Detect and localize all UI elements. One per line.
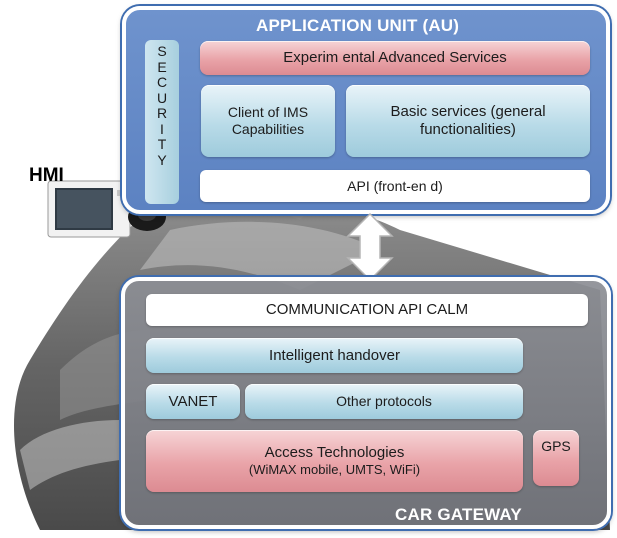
basic-services-line: functionalities) <box>420 121 516 138</box>
other-protocols-box: Other protocols <box>245 384 523 419</box>
vanet-box: VANET <box>146 384 240 419</box>
access-technologies-line: Access Technologies <box>264 444 405 462</box>
car-gateway-title: CAR GATEWAY <box>395 505 522 524</box>
security-letter: C <box>156 74 168 90</box>
basic-services-box: Basic services (general functionalities) <box>346 85 590 157</box>
security-letter: E <box>157 58 167 75</box>
api-front-end-box: API (front-en d) <box>200 170 590 202</box>
hmi-label: HMI <box>29 165 64 186</box>
experimental-advanced-services-box: Experim ental Advanced Services <box>200 41 590 75</box>
hmi-device-icon <box>47 180 166 238</box>
intelligent-handover-box: Intelligent handover <box>146 338 523 373</box>
gps-box: GPS <box>533 430 579 486</box>
access-technologies-line: (WiMAX mobile, UMTS, WiFi) <box>248 462 421 478</box>
client-ims-line: Capabilities <box>231 121 305 137</box>
communication-api-calm-box: COMMUNICATION API CALM <box>146 294 588 326</box>
security-letter: Y <box>157 151 167 168</box>
security-letter: R <box>156 105 168 121</box>
security-letter: U <box>156 89 168 106</box>
double-arrow-icon <box>346 212 394 282</box>
access-technologies-box: Access Technologies (WiMAX mobile, UMTS,… <box>146 430 523 492</box>
client-ims-capabilities-box: Client of IMS Capabilities <box>201 85 335 157</box>
client-ims-line: Client of IMS <box>227 104 309 121</box>
basic-services-line: Basic services (general <box>390 103 546 120</box>
security-column: S E C U R I T Y <box>145 40 179 204</box>
security-letter: I <box>160 120 164 137</box>
application-unit-title: APPLICATION UNIT (AU) <box>256 16 460 35</box>
security-letter: S <box>157 43 167 59</box>
security-letter: T <box>157 136 167 152</box>
